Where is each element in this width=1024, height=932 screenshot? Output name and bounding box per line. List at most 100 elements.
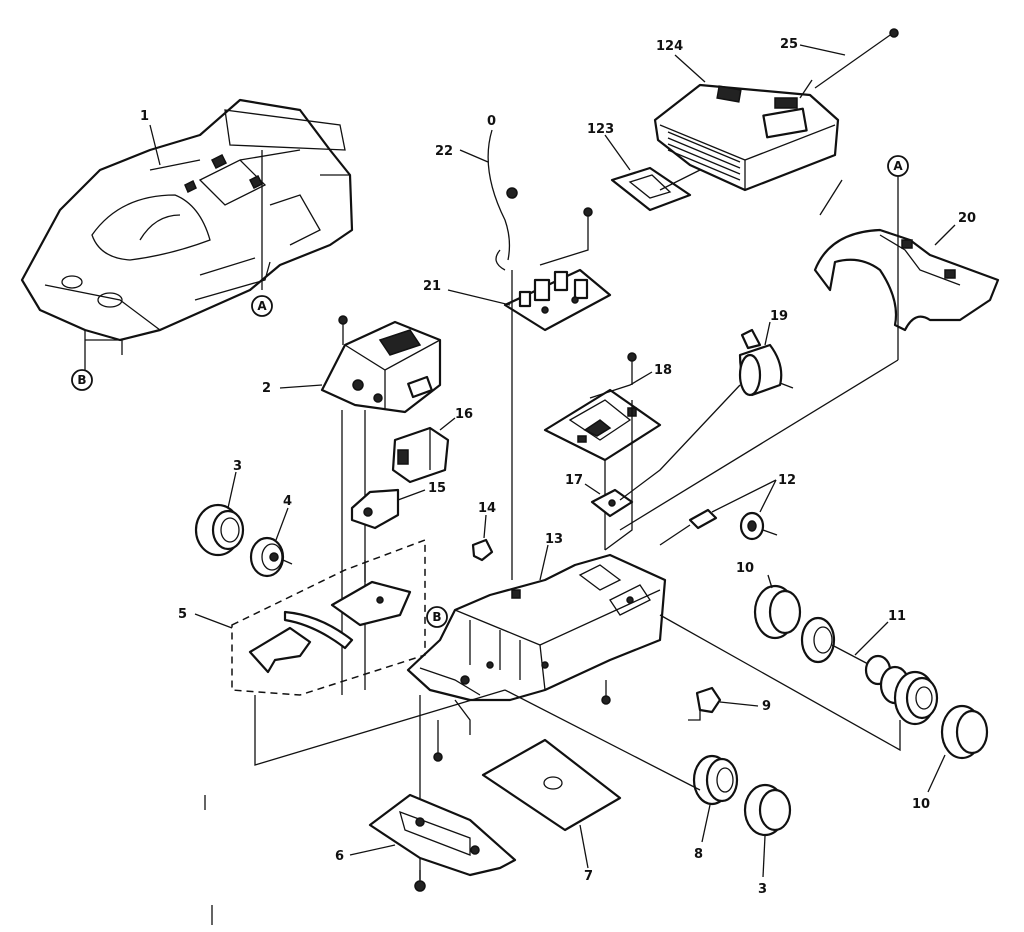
part-17-leader: 17 (565, 473, 601, 495)
receiver-screw-line (539, 240, 589, 266)
part-7-leader: 7 (579, 824, 593, 884)
receiver-circuit-board (503, 268, 612, 332)
part-3b-leader: 3 (758, 835, 767, 897)
rear-tire-right-outer (940, 704, 989, 760)
part-14-label: 14 (478, 501, 496, 516)
part-2-leader: 2 (262, 381, 323, 396)
bumper-screw (414, 870, 426, 892)
small-bracket (590, 488, 634, 518)
receiver-screw (583, 207, 593, 240)
transmitter-controller (653, 79, 840, 192)
wire-tag-label: 0 (487, 114, 496, 129)
part-12-label: 12 (778, 473, 796, 488)
part-17-label: 17 (565, 473, 583, 488)
part-9-leader: 9 (719, 699, 771, 714)
part-15-label: 15 (428, 481, 446, 496)
part-18-label: 18 (654, 363, 672, 378)
part-6-leader: 6 (335, 844, 396, 864)
main-chassis (406, 553, 667, 702)
marker-a-body: A (251, 295, 273, 317)
part-5-leader: 5 (178, 607, 233, 629)
antenna (814, 28, 899, 89)
pinion-ref-line (659, 524, 691, 546)
part-15-leader: 15 (397, 481, 446, 501)
part-13-leader: 13 (539, 532, 563, 581)
servo-housing-screw (338, 315, 348, 345)
servo-gear-box (350, 488, 400, 530)
part-4-label: 4 (283, 494, 292, 509)
scan-mark-3 (819, 179, 843, 216)
front-axle-ref-line (254, 689, 506, 766)
ref-line-b-body-2 (85, 339, 123, 355)
part-10a-label: 10 (736, 561, 754, 576)
svg-text:B: B (77, 373, 86, 387)
svg-text:A: A (893, 159, 903, 173)
servo-motor (391, 426, 450, 484)
bottom-cover-plate (481, 738, 622, 832)
svg-text:A: A (257, 299, 267, 313)
servo-circuit-board (543, 388, 662, 462)
chassis-screw (601, 680, 611, 705)
power-switch (695, 686, 722, 714)
front-screw (433, 720, 443, 762)
front-tire-left (194, 503, 245, 557)
front-bumper (368, 793, 517, 877)
part-23-leader: 123 (587, 122, 631, 171)
part-10b-leader: 10 (912, 754, 946, 812)
part-8-label: 8 (694, 847, 703, 862)
steering-servo-housing (320, 320, 442, 414)
rear-wheel-hub-left (692, 754, 739, 806)
front-wheel-hub (249, 536, 293, 578)
part-20-leader: 20 (934, 211, 976, 246)
drive-motor (738, 328, 794, 397)
mounting-post (471, 538, 494, 562)
marker-b-body: B (71, 369, 93, 391)
rear-tire-left (743, 783, 792, 837)
part-12-leader: 12 (711, 473, 796, 513)
switch-ref-line (688, 710, 701, 721)
part-10b-label: 10 (912, 797, 930, 812)
chassis-ref-line (454, 699, 471, 735)
part-21-leader: 21 (423, 279, 511, 306)
part-25-leader: 25 (780, 37, 846, 56)
part-24-leader: 124 (656, 39, 706, 83)
part-4-leader: 4 (275, 494, 292, 541)
part-7-label: 7 (584, 869, 593, 884)
part-16-leader: 16 (439, 407, 473, 431)
rear-tire-right-inner (753, 584, 802, 640)
part-22-leader: 22 (435, 144, 489, 163)
motor-ref-line (604, 400, 633, 551)
transmitter-grille (667, 131, 741, 181)
part-23-label: 123 (587, 122, 614, 137)
part-11-leader: 11 (854, 609, 906, 656)
part-3b-label: 3 (758, 882, 767, 897)
part-18-leader: 18 (589, 363, 672, 399)
part-2-label: 2 (262, 381, 271, 396)
part-22-label: 22 (435, 144, 453, 159)
rear-axle-ref-line-2 (659, 614, 901, 752)
part-16-label: 16 (455, 407, 473, 422)
part-3a-label: 3 (233, 459, 242, 474)
part-19-leader: 19 (764, 309, 788, 346)
part-14-leader: 14 (478, 501, 496, 539)
motor-ref-line-2 (619, 384, 741, 501)
steering-linkage (248, 560, 412, 674)
part-24-label: 124 (656, 39, 683, 54)
receiver-wire (487, 129, 518, 271)
svg-text:B: B (432, 610, 441, 624)
part-20-label: 20 (958, 211, 976, 226)
ref-line-a-rear-2 (619, 359, 899, 531)
part-1-leader: 1 (140, 109, 161, 166)
part-8-leader: 8 (694, 804, 711, 862)
servo-screw (627, 352, 637, 385)
part-5-label: 5 (178, 607, 187, 622)
part-3a-leader: 3 (227, 459, 242, 509)
transmitter-battery-cover (610, 166, 692, 212)
rear-body-mount (813, 228, 1000, 332)
part-11-label: 11 (888, 609, 906, 624)
part-25-label: 25 (780, 37, 798, 52)
part-9-label: 9 (762, 699, 771, 714)
marker-a-rear: A (887, 155, 909, 177)
marker-b-chassis: B (426, 606, 448, 628)
